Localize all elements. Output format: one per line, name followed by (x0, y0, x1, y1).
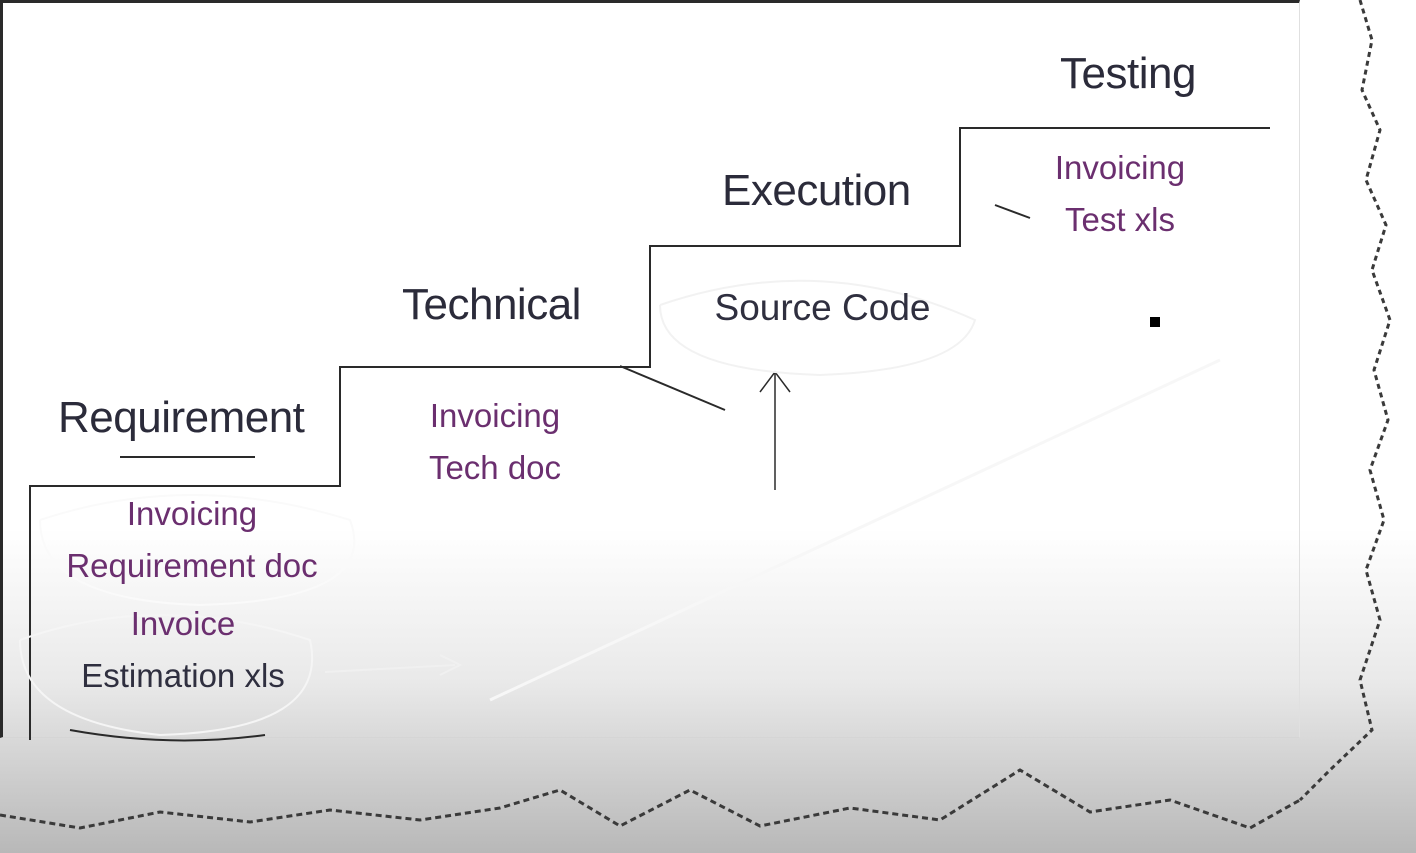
doc-line: Invoicing (429, 397, 561, 434)
stage-title-testing: Testing (1060, 49, 1196, 98)
doc-execution-source-code: Source Code (705, 282, 940, 334)
stage-title-requirement: Requirement (58, 393, 305, 442)
ellipse-requirement (39, 494, 356, 607)
doc-requirement-invoicing: Invoicing Requirement doc (52, 488, 332, 592)
pointer-marker (1150, 317, 1160, 327)
ellipse-source (659, 279, 977, 377)
doc-testing-invoicing: Invoicing Test xls (1035, 142, 1205, 246)
tech-to-source-arrow (619, 365, 726, 411)
test-arrow (994, 204, 1031, 219)
doc-line: Source Code (714, 287, 931, 328)
doc-line: Invoicing (126, 495, 258, 532)
doc-line: Invoice (130, 605, 236, 642)
estimation-arrow (324, 654, 463, 676)
staircase-steps (29, 127, 1270, 740)
ellipse-estimation (19, 614, 314, 737)
doc-line: Invoicing (1054, 149, 1186, 186)
diagram-frame (0, 0, 1300, 738)
torn-edge-right (1298, 0, 1392, 802)
torn-edge-bottom (0, 768, 1301, 830)
stage-title-technical: Technical (402, 280, 581, 329)
doc-line: Tech doc (428, 449, 562, 486)
handwriting-strokes (49, 44, 621, 194)
doc-line: Requirement doc (66, 547, 318, 584)
stage-title-execution: Execution (722, 166, 911, 215)
estimation-underline (69, 729, 266, 742)
diagonal-stroke (489, 358, 1221, 702)
doc-requirement-estimation: Invoice Estimation xls (52, 598, 314, 702)
doc-technical-invoicing: Invoicing Tech doc (400, 390, 590, 494)
doc-line: Estimation xls (81, 657, 285, 694)
doc-line: Test xls (1064, 201, 1176, 238)
